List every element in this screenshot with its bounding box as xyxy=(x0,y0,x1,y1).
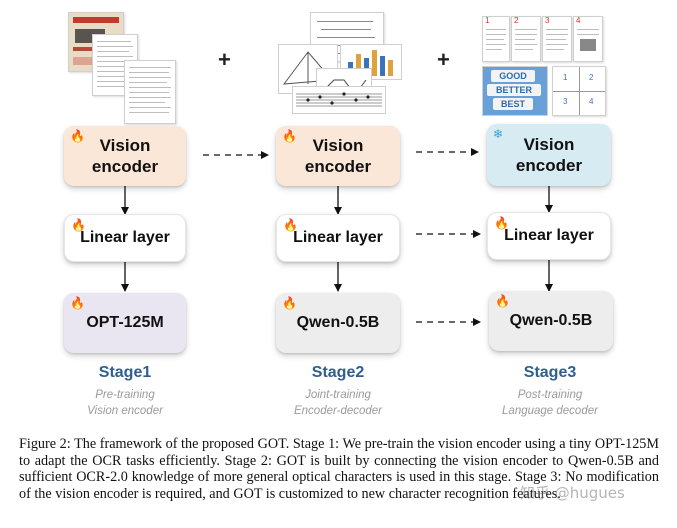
stage1-linear-layer-label: Linear layer xyxy=(80,229,170,246)
stage1-subtitle-2: Vision encoder xyxy=(87,405,163,417)
fire-icon: 🔥 xyxy=(282,129,297,143)
fire-icon: 🔥 xyxy=(283,218,298,232)
stage2-linear-layer-label: Linear layer xyxy=(293,229,383,246)
book-page-thumbnail xyxy=(124,60,176,124)
stage1-linear-layer: 🔥 Linear layer xyxy=(64,214,186,262)
stage3-linear-layer: 🔥 Linear layer xyxy=(487,212,611,260)
stage1-language-model-label: OPT-125M xyxy=(86,314,164,331)
sheet-music-thumbnail xyxy=(292,86,386,114)
fire-icon: 🔥 xyxy=(282,296,297,310)
fire-icon: 🔥 xyxy=(494,216,509,230)
stage3-subtitle-1: Post-training xyxy=(517,389,583,401)
stage3-language-model-label: Qwen-0.5B xyxy=(509,312,593,329)
stage1-vision-encoder-label: Vision encoder xyxy=(91,135,159,176)
stage3-language-model: 🔥 Qwen-0.5B xyxy=(489,291,613,351)
page-thumbnail-1: 1 xyxy=(482,16,510,62)
stage1-subtitle-1: Pre-training xyxy=(95,389,155,401)
fire-icon: 🔥 xyxy=(70,296,85,310)
stage2-subtitle-1: Joint-training xyxy=(305,389,371,401)
watermark: 知乎 @hugues xyxy=(520,484,625,502)
stage2-language-model: 🔥 Qwen-0.5B xyxy=(276,293,400,353)
page-thumbnail-3: 3 xyxy=(542,16,572,62)
fire-icon: 🔥 xyxy=(71,218,86,232)
fire-icon: 🔥 xyxy=(495,294,510,308)
sign-photo-thumbnail: GOOD BETTER BEST xyxy=(482,66,548,116)
page-thumbnail-4: 4 xyxy=(573,16,603,62)
stage2-linear-layer: 🔥 Linear layer xyxy=(276,214,400,262)
stage1-vision-encoder: 🔥 Vision encoder xyxy=(64,126,186,186)
stage2-subtitle-2: Encoder-decoder xyxy=(293,405,382,417)
stage1-title: Stage1 xyxy=(98,364,152,381)
plus-sign-1: + xyxy=(218,47,231,72)
connector-arrows xyxy=(121,148,553,326)
figure-caption: Figure 2: The framework of the proposed … xyxy=(19,436,659,502)
stage3-title: Stage3 xyxy=(523,364,577,381)
page-thumbnail-2: 2 xyxy=(511,16,541,62)
stage3-vision-encoder-label: Vision encoder xyxy=(515,134,583,175)
fire-icon: 🔥 xyxy=(70,129,85,143)
stage2-language-model-label: Qwen-0.5B xyxy=(296,314,380,331)
stage1-language-model: 🔥 OPT-125M xyxy=(64,293,186,353)
stage2-vision-encoder-label: Vision encoder xyxy=(304,135,372,176)
stage3-vision-encoder: ❄ Vision encoder xyxy=(487,124,611,186)
snowflake-icon: ❄ xyxy=(493,127,504,141)
stage2-title: Stage2 xyxy=(311,364,365,381)
stage2-vision-encoder: 🔥 Vision encoder xyxy=(276,126,400,186)
grid-layout-thumbnail: 1 2 3 4 xyxy=(552,66,606,116)
plus-sign-2: + xyxy=(437,47,450,72)
stage3-linear-layer-label: Linear layer xyxy=(504,227,594,244)
stage3-subtitle-2: Language decoder xyxy=(502,405,598,417)
